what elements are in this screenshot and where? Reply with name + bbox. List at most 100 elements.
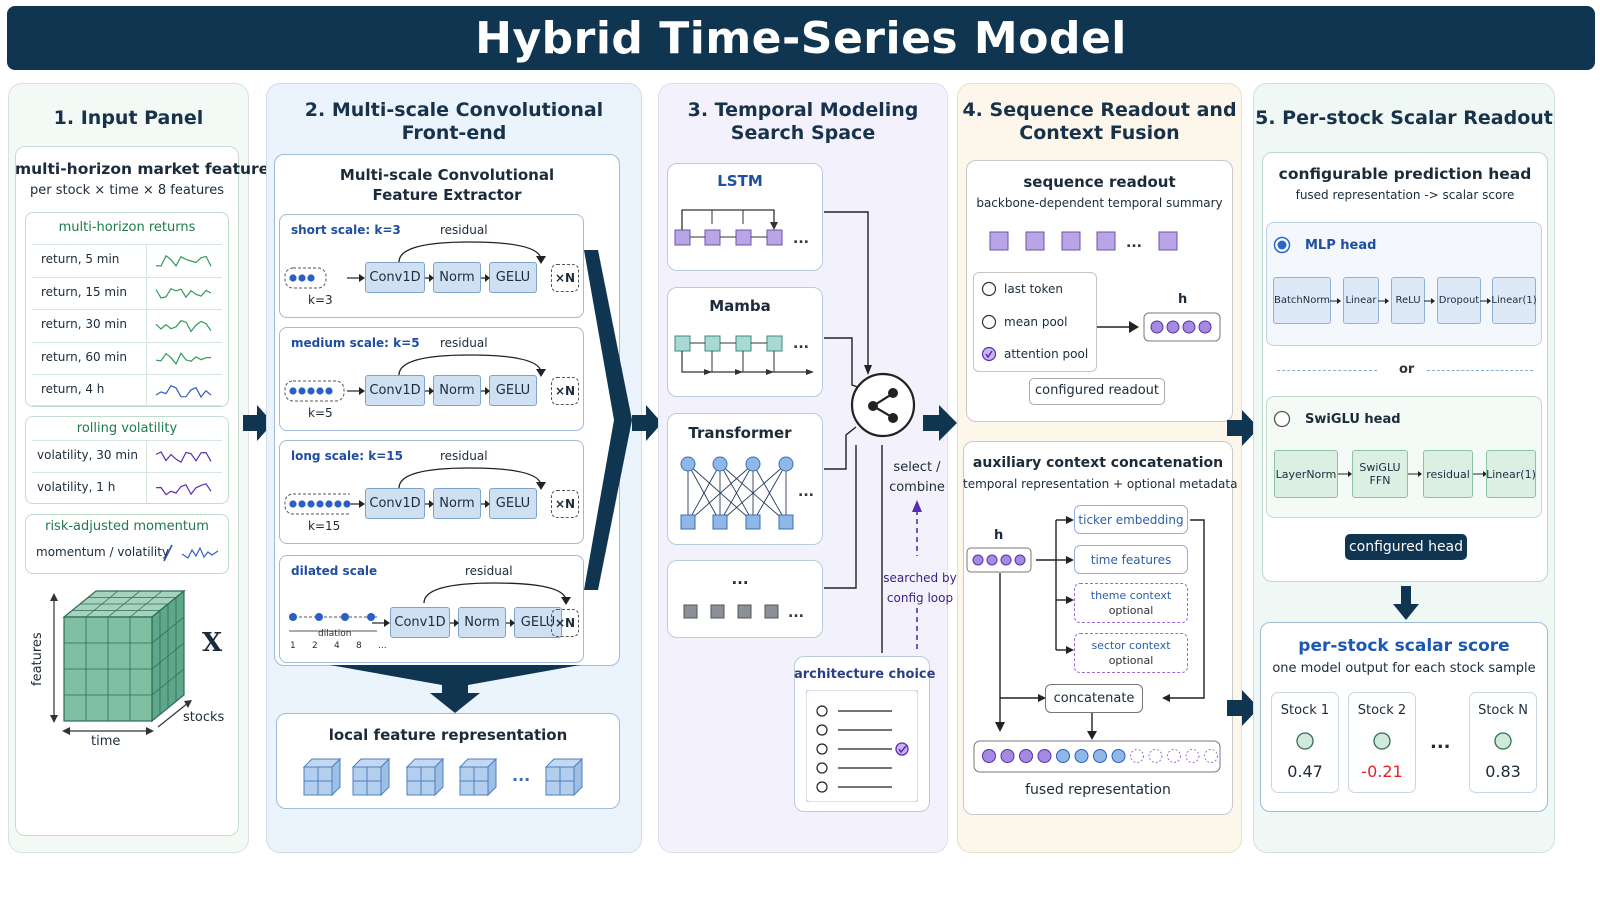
arrow-right-icon (632, 405, 662, 441)
return-row (32, 374, 222, 406)
repeat-n-badge: ×N (551, 377, 579, 405)
radio-unselected-icon[interactable] (1273, 410, 1291, 428)
configured-readout-badge (1029, 378, 1165, 405)
radio-selected-icon[interactable] (981, 346, 997, 362)
momentum-group (25, 514, 229, 574)
swiglu-block: residual (1423, 450, 1473, 498)
scale-name: long scale: k=15 (291, 449, 403, 463)
momentum-header: risk-adjusted momentum (45, 519, 209, 534)
norm-block: Norm (458, 607, 506, 638)
h-vector-icon (1143, 312, 1221, 342)
volatility-label: volatility, 1 h (37, 480, 116, 494)
return-sparkline-icon (152, 250, 218, 274)
volatility-label: volatility, 30 min (37, 448, 138, 462)
ticker-embedding-box: ticker embedding (1074, 505, 1188, 534)
mlp-block: Dropout (1437, 277, 1481, 324)
residual-arc-icon (398, 241, 546, 264)
aux-h-label: h (994, 528, 1004, 543)
radio-selected-icon[interactable] (1273, 236, 1291, 254)
selector-connectors (824, 211, 883, 653)
scale-name: dilated scale (291, 564, 378, 578)
cube-stocks-label: stocks (183, 710, 225, 725)
searched-line: searched by (883, 571, 957, 585)
row-divider (146, 374, 147, 406)
swiglu-block: Linear(1) (1486, 450, 1536, 498)
theme-optional-label: optional (1108, 604, 1154, 617)
residual-arc-icon (398, 354, 546, 377)
feature-cube-icon (544, 757, 584, 797)
stock-score: -0.21 (1361, 762, 1403, 781)
select-line: select / (893, 460, 941, 475)
flow-arrows-icon (347, 387, 490, 395)
return-label: return, 4 h (41, 382, 105, 396)
more-option[interactable] (667, 560, 823, 638)
swiglu-block: SwiGLU FFN (1352, 450, 1408, 498)
svg-text:...: ... (788, 605, 804, 621)
flow-arrows-icon (347, 274, 490, 282)
arrow-right-icon (1424, 298, 1435, 304)
conv-panel-title-line2: Front-end (401, 122, 507, 144)
theme-context-box: theme context optional (1074, 583, 1188, 623)
architecture-choice-label: architecture choice (794, 667, 936, 682)
page-title: Hybrid Time-Series Model (7, 6, 1595, 70)
gelu-block: GELU (489, 375, 537, 406)
gelu-block: GELU (489, 488, 537, 519)
gelu-block: GELU (489, 262, 537, 293)
row-divider (146, 276, 147, 309)
return-label: return, 60 min (41, 349, 128, 364)
return-row (32, 341, 222, 374)
return-sparkline-icon (152, 380, 218, 404)
stocks-ellipsis: ... (1430, 732, 1451, 753)
configured-head-badge: configured head (1345, 534, 1467, 560)
volatility-row (32, 440, 222, 472)
dilation-tick: 4 (334, 641, 340, 651)
dilation-tick: 2 (312, 641, 318, 651)
mlp-head-label: MLP head (1305, 238, 1377, 253)
sector-context-box: sector context optional (1074, 633, 1188, 673)
repeat-n-badge: ×N (551, 264, 579, 292)
kernel-size-label: k=3 (308, 293, 333, 307)
data-cube-icon (50, 589, 192, 735)
mamba-cells-icon: ... (674, 335, 814, 375)
residual-label: residual (440, 223, 488, 237)
temporal-panel-title-line1: 3. Temporal Modeling (687, 99, 919, 121)
radio-unselected-icon[interactable] (981, 314, 997, 330)
svg-text:...: ... (1126, 235, 1142, 251)
return-row (32, 309, 222, 341)
swiglu-head-label: SwiGLU head (1305, 412, 1401, 427)
feature-cube-icon (405, 757, 445, 797)
more-cells-icon: ... (683, 604, 804, 621)
feature-cube-icon (351, 757, 391, 797)
dilation-label: dilation (318, 629, 352, 639)
configured-readout-label: configured readout (1034, 383, 1160, 398)
conv-block: Conv1D (365, 375, 425, 406)
sequence-readout-subtitle: backbone-dependent temporal summary (976, 196, 1223, 210)
scalar-score-title: per-stock scalar score (1298, 636, 1510, 656)
score-node-icon (1373, 732, 1391, 750)
score-node-icon (1494, 732, 1512, 750)
searched-by-label: searched by config loop (878, 568, 962, 608)
lstm-option[interactable] (667, 163, 823, 271)
arrow-right-icon (243, 405, 273, 441)
arrow-right-icon (1330, 298, 1341, 304)
transformer-attention-icon: ... (680, 456, 814, 530)
residual-label: residual (465, 564, 513, 578)
cube-time-label: time (91, 734, 121, 749)
flow-arrows-icon (372, 619, 515, 627)
norm-block: Norm (433, 375, 481, 406)
row-divider (146, 472, 147, 504)
mlp-block: Linear (1343, 277, 1379, 324)
return-row (32, 276, 222, 309)
momentum-sparkline-icon (163, 544, 219, 562)
extractor-title-line2: Feature Extractor (372, 186, 522, 204)
arrow-right-icon (1408, 471, 1422, 477)
readout-option-label: last token (1004, 282, 1064, 296)
dilation-tick: 8 (356, 641, 362, 651)
momentum-row-label: momentum / volatility (36, 545, 170, 559)
arrow-right-icon (1378, 298, 1389, 304)
arrow-right-icon (1480, 298, 1491, 304)
arrow-right-icon (1227, 690, 1259, 726)
dilation-dots-icon (289, 613, 377, 632)
select-combine-label: select / combine (878, 458, 956, 498)
radio-unselected-icon[interactable] (981, 281, 997, 297)
